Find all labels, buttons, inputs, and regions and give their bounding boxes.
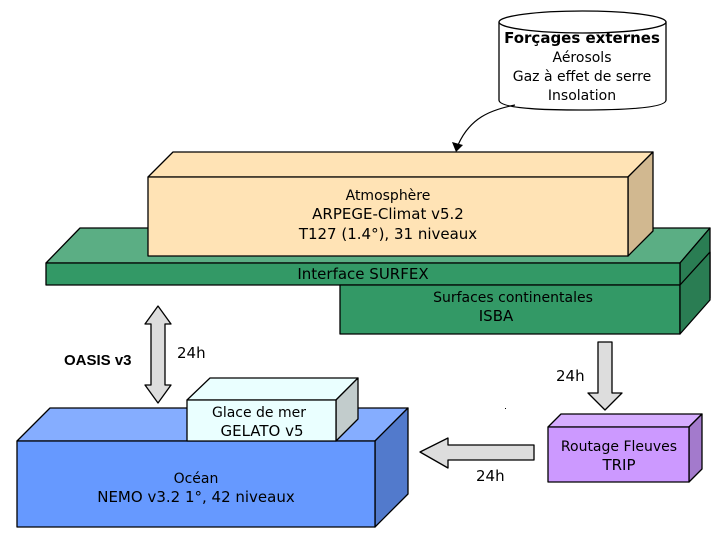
surfex-label: Interface SURFEX [297, 265, 428, 283]
sea-ice-box: Glace de mer GELATO v5 [186, 377, 359, 442]
dot-artifact [505, 408, 506, 409]
oasis-frequency: 24h [177, 344, 206, 362]
arrowhead-icon [452, 142, 463, 152]
isba-label: ISBA [479, 307, 514, 325]
trip-to-ocean-frequency: 24h [476, 467, 505, 485]
gelato-label: GELATO v5 [220, 422, 303, 440]
isba-to-trip-arrow [587, 341, 623, 411]
forcing-line-ghg: Gaz à effet de serre [513, 69, 652, 85]
trip-label: TRIP [601, 456, 635, 474]
forcing-title: Forçages externes [504, 29, 660, 47]
river-routing-box: Routage Fleuves TRIP [547, 413, 703, 483]
nemo-label: NEMO v3.2 1°, 42 niveaux [97, 488, 295, 506]
atmosphere-box: Atmosphère ARPEGE-Climat v5.2 T127 (1.4°… [147, 151, 654, 257]
arpege-label: ARPEGE-Climat v5.2 [312, 205, 464, 223]
sea-ice-label: Glace de mer [212, 405, 306, 421]
forcing-to-atmosphere-arrow [452, 104, 516, 152]
routing-label: Routage Fleuves [561, 439, 677, 455]
external-forcing-cylinder: Forçages externes Aérosols Gaz à effet d… [498, 10, 667, 111]
ocean-label: Océan [174, 471, 219, 487]
trip-to-ocean-arrow [419, 437, 535, 469]
isba-to-trip-frequency: 24h [556, 367, 585, 385]
oasis-coupler-arrow [144, 305, 172, 404]
forcing-line-aerosols: Aérosols [552, 50, 611, 66]
oasis-label: OASIS v3 [64, 352, 132, 369]
atmosphere-label: Atmosphère [346, 188, 431, 204]
atmosphere-resolution: T127 (1.4°), 31 niveaux [298, 225, 477, 243]
continental-label: Surfaces continentales [433, 290, 593, 306]
forcing-line-insolation: Insolation [548, 88, 616, 104]
continental-surfaces-box: Surfaces continentales ISBA [339, 251, 711, 335]
